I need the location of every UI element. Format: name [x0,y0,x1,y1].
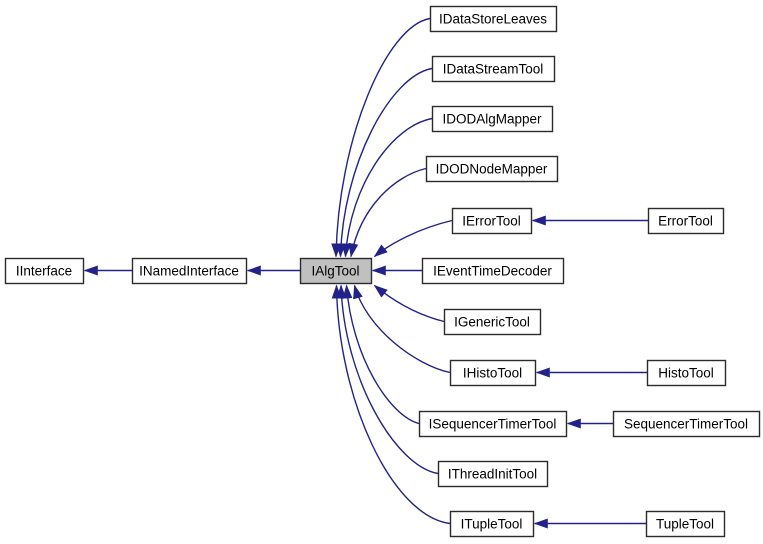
class-node-label-sequencertimertool: SequencerTimerTool [624,417,748,432]
class-node-ithreadinittool[interactable]: IThreadInitTool [437,460,549,488]
class-node-ierrortool[interactable]: IErrorTool [451,207,533,235]
class-node-sequencertimertool[interactable]: SequencerTimerTool [612,410,761,438]
class-node-label-idodnodemapper: IDODNodeMapper [436,162,548,177]
class-node-inamedinterface[interactable]: INamedInterface [131,257,248,285]
class-node-histotool[interactable]: HistoTool [646,359,727,387]
class-node-idatastreamtool[interactable]: IDataStreamTool [431,55,556,83]
class-node-box-inamedinterface[interactable] [131,257,248,285]
class-node-ialgtool[interactable]: IAlgTool [299,257,373,285]
class-node-label-errortool: ErrorTool [658,214,713,229]
class-node-box-ihistotool[interactable] [449,359,537,387]
class-node-box-errortool[interactable] [647,207,725,235]
class-node-box-ieventtimedecoder[interactable] [421,257,565,285]
class-node-box-histotool[interactable] [646,359,727,387]
class-node-label-idatastoreleaves: IDataStoreLeaves [439,12,547,27]
class-node-errortool[interactable]: ErrorTool [647,207,725,235]
class-node-iinterface[interactable]: IInterface [4,257,85,285]
class-node-label-igenerictool: IGenericTool [454,315,530,330]
class-node-box-ialgtool[interactable] [299,257,373,285]
class-node-box-tupletool[interactable] [645,510,726,538]
class-node-label-itupletool: ITupleTool [461,517,523,532]
class-node-idodnodemapper[interactable]: IDODNodeMapper [425,155,559,183]
inheritance-edge-igenerictool-to-ialgtool [373,284,445,323]
class-node-isequencertimertool[interactable]: ISequencerTimerTool [418,410,568,438]
class-node-itupletool[interactable]: ITupleTool [449,510,535,538]
class-node-box-itupletool[interactable] [449,510,535,538]
class-node-idodalgmapper[interactable]: IDODAlgMapper [431,105,554,133]
class-node-igenerictool[interactable]: IGenericTool [443,308,542,336]
inheritance-edge-idodnodemapper-to-ialgtool [348,167,427,258]
inheritance-edge-isequencertimertool-to-ialgtool [342,284,420,425]
class-node-label-histotool: HistoTool [658,366,714,381]
class-node-ieventtimedecoder[interactable]: IEventTimeDecoder [421,257,565,285]
inheritance-edge-idatastreamtool-to-ialgtool [335,67,433,258]
class-node-label-ithreadinittool: IThreadInitTool [448,467,537,482]
class-node-label-ieventtimedecoder: IEventTimeDecoder [433,264,552,279]
inheritance-edge-ithreadinittool-to-ialgtool [336,284,439,475]
class-node-box-ithreadinittool[interactable] [437,460,549,488]
class-node-label-ialgtool: IAlgTool [311,264,359,279]
class-node-label-ierrortool: IErrorTool [462,214,521,229]
inheritance-edge-idodalgmapper-to-ialgtool [341,117,433,258]
inheritance-edge-ihistotool-to-ialgtool [353,284,451,374]
class-node-idatastoreleaves[interactable]: IDataStoreLeaves [429,5,558,33]
class-node-label-tupletool: TupleTool [656,517,714,532]
class-node-box-idatastreamtool[interactable] [431,55,556,83]
class-node-label-idatastreamtool: IDataStreamTool [443,62,544,77]
class-node-label-isequencertimertool: ISequencerTimerTool [429,417,557,432]
inheritance-edge-itupletool-to-ialgtool [331,284,451,525]
inheritance-edge-idatastoreleaves-to-ialgtool [331,17,431,258]
class-node-label-iinterface: IInterface [16,264,72,279]
class-node-box-idodalgmapper[interactable] [431,105,554,133]
inheritance-edge-ierrortool-to-ialgtool [373,219,453,258]
class-node-box-isequencertimertool[interactable] [418,410,568,438]
class-node-ihistotool[interactable]: IHistoTool [449,359,537,387]
class-node-box-ierrortool[interactable] [451,207,533,235]
class-node-label-inamedinterface: INamedInterface [139,264,239,279]
class-node-box-idatastoreleaves[interactable] [429,5,558,33]
class-node-box-iinterface[interactable] [4,257,85,285]
class-node-box-idodnodemapper[interactable] [425,155,559,183]
class-node-box-igenerictool[interactable] [443,308,542,336]
class-node-tupletool[interactable]: TupleTool [645,510,726,538]
class-node-label-idodalgmapper: IDODAlgMapper [442,112,542,127]
class-node-box-sequencertimertool[interactable] [612,410,761,438]
class-node-label-ihistotool: IHistoTool [463,366,522,381]
